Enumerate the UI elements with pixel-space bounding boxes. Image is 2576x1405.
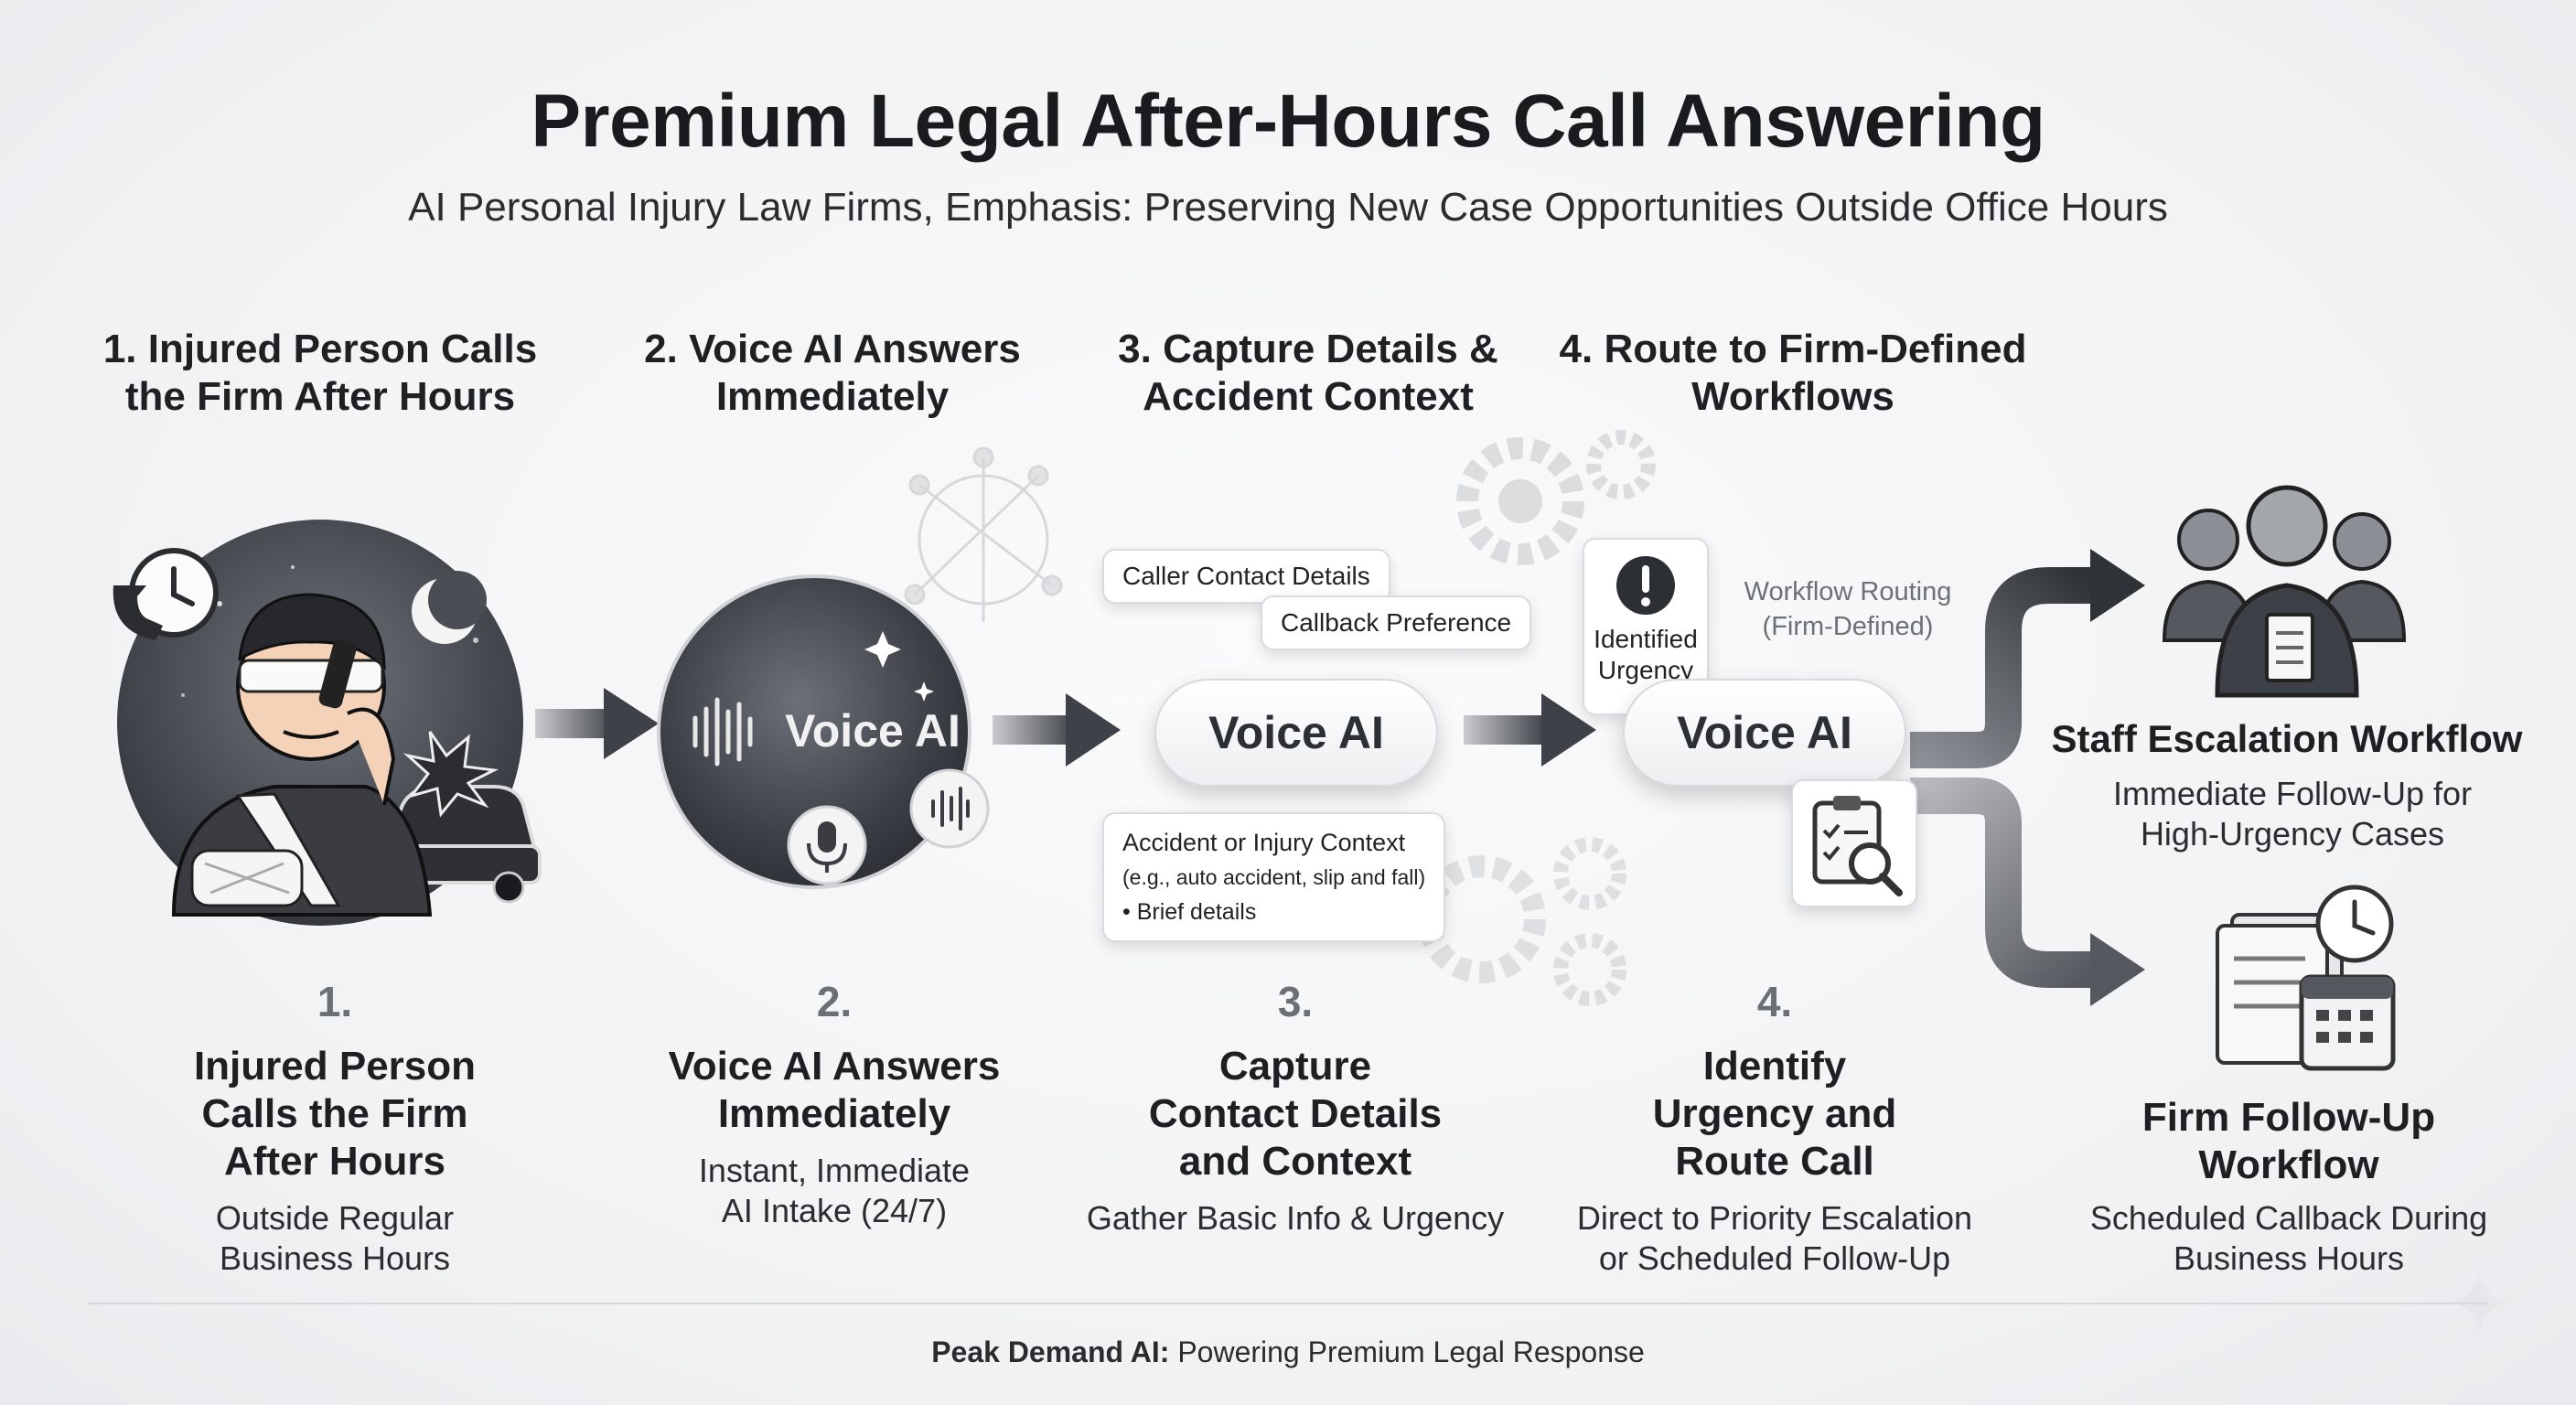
flow-arrow-3 [1464, 693, 1596, 767]
caption-number-3: 3. [1277, 978, 1314, 1025]
bubble-caller-contact: Caller Contact Details [1102, 549, 1390, 604]
voice-ai-orb-label: Voice AI [785, 705, 961, 756]
bubble-callback-preference: Callback Preference [1261, 595, 1532, 650]
clipboard-search-icon [1812, 796, 1903, 896]
alert-icon [1616, 556, 1675, 615]
clipboard-search-card [1791, 779, 1917, 907]
injured-person-icon [171, 593, 433, 917]
gear-icon [1456, 430, 1656, 565]
flow-arrow-1 [535, 688, 659, 759]
caption-number-2: 2. [816, 978, 853, 1025]
page-title: Premium Legal After-Hours Call Answering [531, 80, 2045, 163]
caption-number-1: 1. [317, 978, 353, 1025]
footer-brand: Peak Demand AI: [931, 1335, 1170, 1368]
workflow-routing-label: Workflow Routing (Firm-Defined) [1744, 577, 1952, 641]
caption-desc-3: Gather Basic Info & Urgency [1086, 1199, 1505, 1237]
footer: Peak Demand AI: Powering Premium Legal R… [0, 1335, 2576, 1369]
waveform-icon [692, 697, 753, 767]
voice-ai-orb: Voice AI [657, 574, 990, 889]
phone-clock-icon [113, 548, 219, 640]
footer-divider [88, 1303, 2488, 1304]
voice-ai-pill-capture: Voice AI [1154, 679, 1438, 787]
microphone-icon [787, 805, 867, 885]
documents-calendar-icon [2216, 885, 2396, 1071]
team-icon [2162, 485, 2407, 698]
staff-escalation-title: Staff Escalation Workflow [2051, 717, 2523, 760]
flow-arrow-2 [993, 693, 1121, 767]
injured-caller-scene [113, 520, 542, 926]
page-subtitle: AI Personal Injury Law Firms, Emphasis: … [408, 185, 2168, 230]
network-icon [904, 446, 1063, 622]
branch-arrow-down [1910, 778, 2145, 1006]
caption-number-4: 4. [1756, 978, 1793, 1025]
gear-icon-lower [1418, 837, 1626, 1006]
footer-tagline: Powering Premium Legal Response [1169, 1335, 1645, 1368]
branch-arrow-up [1910, 549, 2145, 768]
moon-icon [412, 571, 487, 644]
waveform-small-icon [909, 768, 990, 849]
step-heading-3: 3. Capture Details &Accident Context [1118, 327, 1498, 419]
voice-ai-pill-route: Voice AI [1623, 679, 1906, 787]
bubble-accident-context: Accident or Injury Context (e.g., auto a… [1102, 812, 1446, 942]
